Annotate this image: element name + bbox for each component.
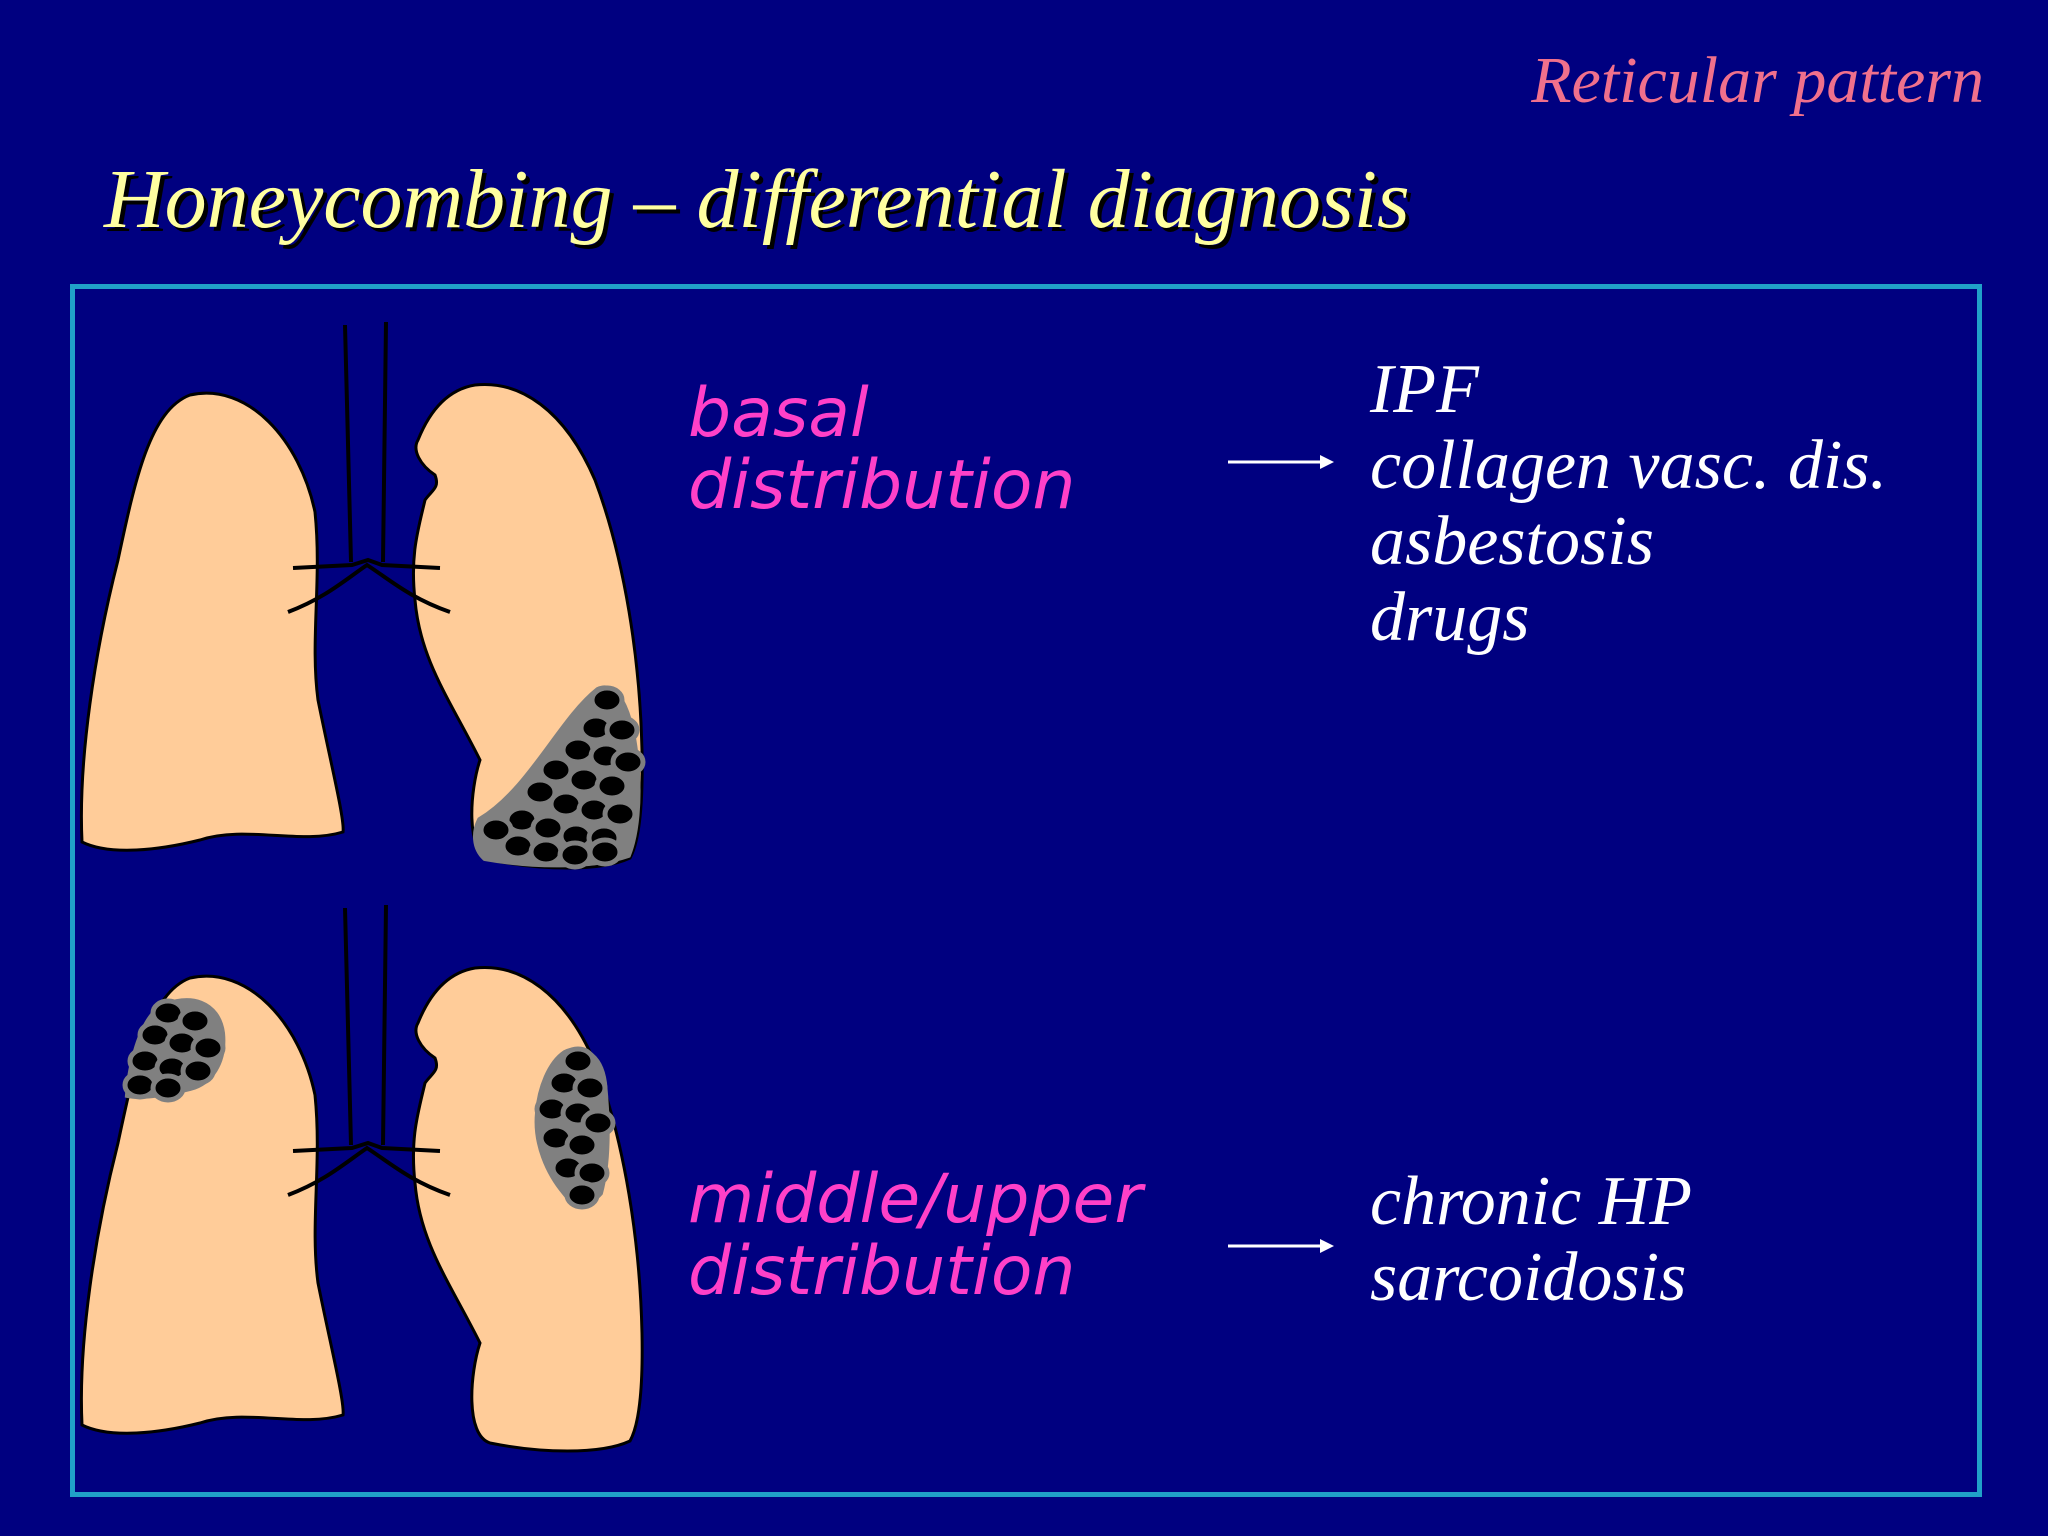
honeycomb-upper-left-cluster	[125, 998, 223, 1100]
lung-upper-honeycombing	[79, 903, 645, 1453]
arrow-middle-upper	[1228, 1239, 1334, 1253]
distribution-label-line: basal	[688, 374, 869, 453]
diagnosis-item: sarcoidosis	[1370, 1239, 1687, 1316]
diagnosis-item: chronic HP	[1370, 1163, 1693, 1240]
diagnosis-list-basal: IPF collagen vasc. dis. asbestosis drugs	[1370, 352, 1887, 656]
diagnosis-item: IPF	[1370, 351, 1479, 428]
section-tag: Reticular pattern	[1531, 44, 1984, 117]
distribution-label-line: distribution	[688, 446, 1076, 525]
distribution-label-middle-upper: middle/upper distribution	[688, 1164, 1142, 1308]
honeycomb-upper-right-cluster	[537, 1049, 613, 1207]
distribution-label-basal: basal distribution	[688, 378, 1076, 522]
slide-title: Honeycombing – differential diagnosis	[104, 153, 1410, 246]
diagnosis-item: drugs	[1370, 579, 1530, 656]
distribution-label-line: distribution	[688, 1232, 1076, 1311]
diagnosis-item: collagen vasc. dis.	[1370, 427, 1888, 504]
arrow-basal	[1228, 455, 1334, 469]
diagnosis-list-middle-upper: chronic HP sarcoidosis	[1370, 1164, 1692, 1316]
diagnosis-item: asbestosis	[1370, 503, 1654, 580]
distribution-label-line: middle/upper	[688, 1160, 1143, 1239]
honeycomb-basal-cluster	[473, 688, 643, 867]
diagram-panel	[70, 284, 1982, 1497]
lung-basal-honeycombing	[79, 320, 643, 870]
